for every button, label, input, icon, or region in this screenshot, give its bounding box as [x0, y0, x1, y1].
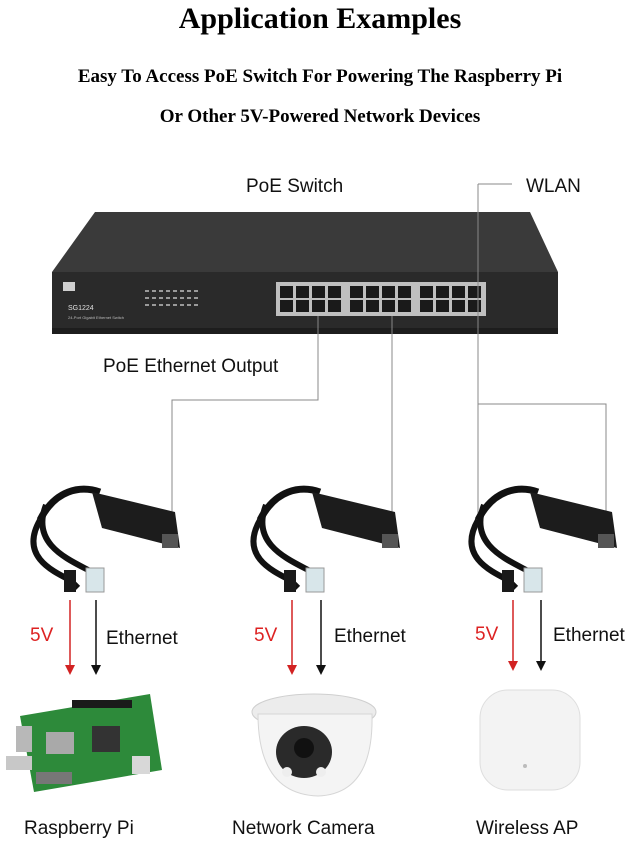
poe-splitter-1 — [30, 485, 180, 593]
poe-splitter-3 — [468, 485, 617, 593]
device-label-wireless-ap: Wireless AP — [476, 818, 579, 839]
power-label-3: 5V — [475, 624, 499, 645]
power-label-2: 5V — [254, 625, 278, 646]
poe-output-label: PoE Ethernet Output — [103, 356, 279, 377]
device-label-raspberry-pi: Raspberry Pi — [24, 818, 134, 839]
raspberry-pi-board — [6, 694, 162, 792]
device-label-network-camera: Network Camera — [232, 818, 375, 839]
page-title: Application Examples — [178, 2, 462, 35]
power-label-1: 5V — [30, 625, 54, 646]
arrows — [65, 600, 546, 675]
network-camera — [251, 693, 377, 797]
switch-caption: 24-Port Gigabit Ethernet Switch — [68, 315, 124, 320]
switch-model-label: SG1224 — [68, 305, 94, 312]
connector-lines — [171, 183, 607, 540]
wlan-label: WLAN — [526, 176, 581, 197]
ethernet-label-3: Ethernet — [553, 625, 625, 646]
ethernet-label-2: Ethernet — [334, 626, 406, 647]
ethernet-ports — [276, 282, 486, 316]
poe-switch-label: PoE Switch — [246, 176, 344, 197]
ethernet-label-1: Ethernet — [106, 628, 178, 649]
wireless-access-point — [479, 689, 581, 791]
poe-switch: SG1224 24-Port Gigabit Ethernet Switch — [52, 212, 558, 334]
poe-splitter-2 — [250, 485, 400, 593]
subtitle-line-2: Or Other 5V-Powered Network Devices — [159, 106, 481, 127]
subtitle-line-1: Easy To Access PoE Switch For Powering T… — [77, 66, 563, 87]
